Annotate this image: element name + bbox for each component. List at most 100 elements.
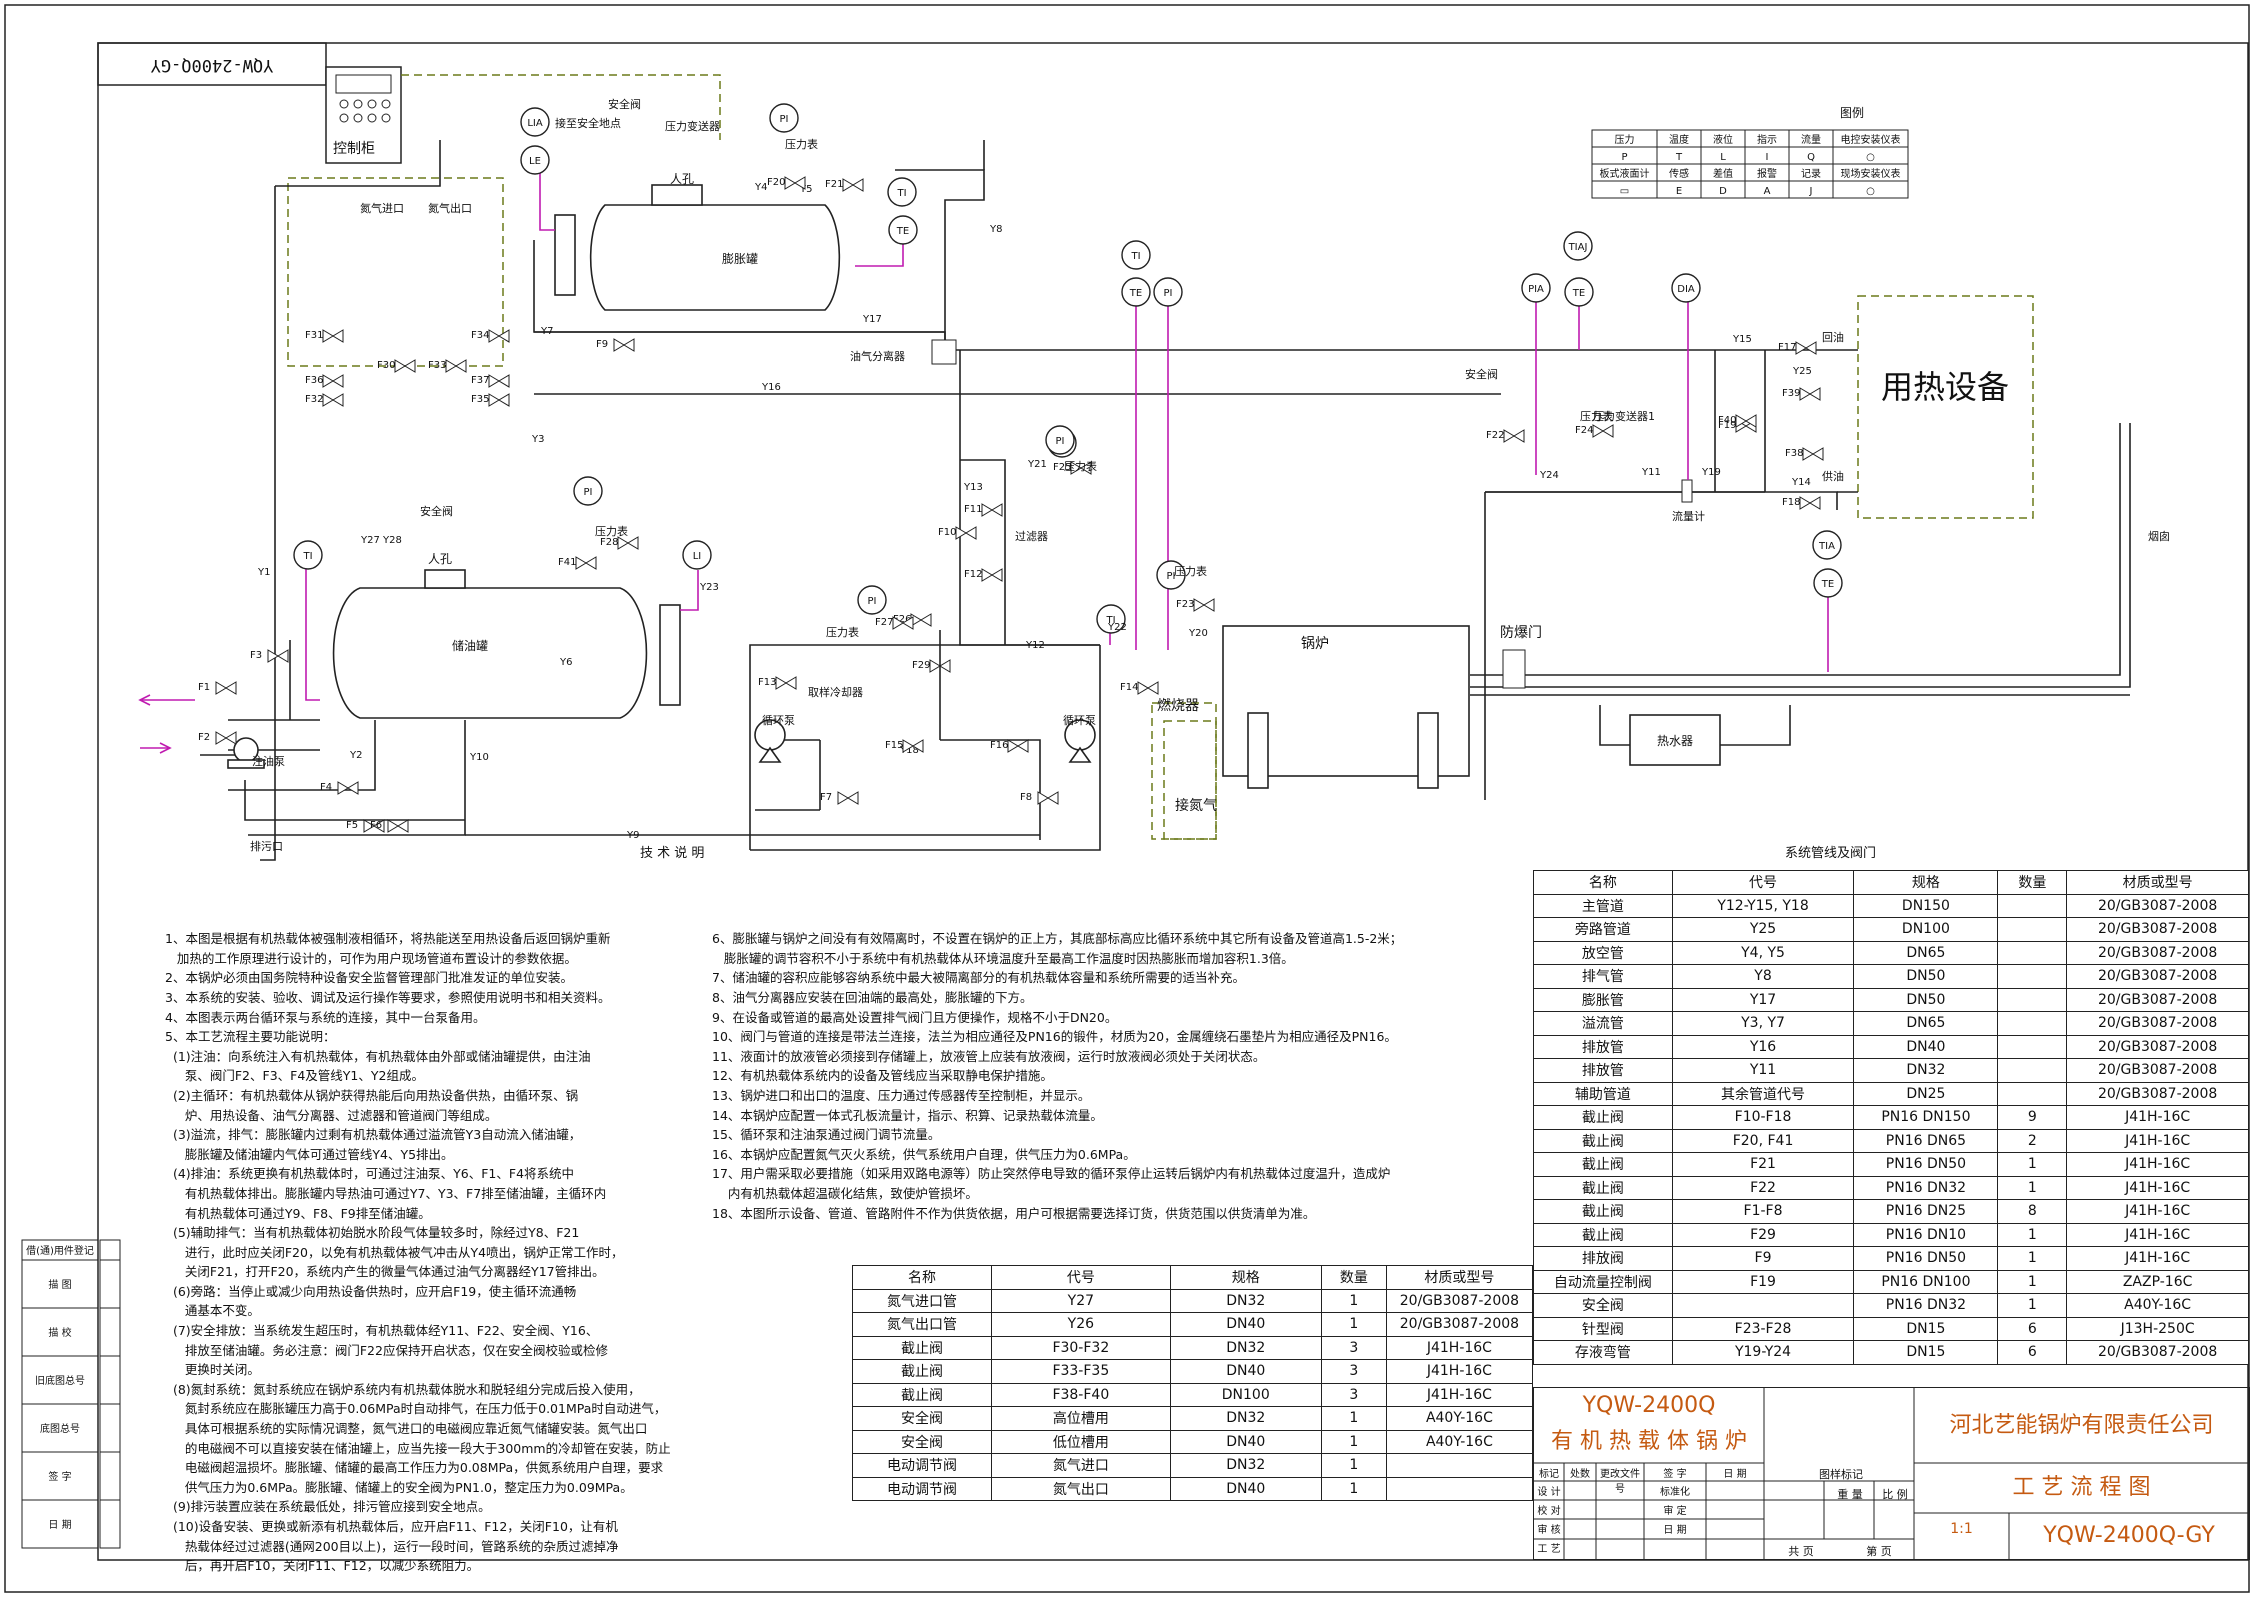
instrument-tag: PI: [780, 114, 789, 125]
valve: F20: [767, 176, 806, 190]
table-cell: 旁路管道: [1533, 917, 1673, 942]
pipe-tag: Y19: [1701, 467, 1721, 478]
table-cell: 规格: [1853, 870, 1999, 895]
drain-port-label: 排污口: [250, 839, 283, 853]
valve: F2: [198, 731, 237, 745]
note-line: 更换时关闭。: [165, 1362, 260, 1378]
table-cell: 截止阀: [1533, 1128, 1673, 1153]
n2-in-label: 氮气进口: [360, 201, 404, 215]
valve-tag: F36: [305, 375, 323, 386]
revision-header-cell: 签 字: [1663, 1469, 1687, 1480]
revision-header-cell: 处数: [1570, 1469, 1590, 1480]
valve-tag: F22: [1486, 430, 1504, 441]
table-cell: DN15: [1853, 1340, 1999, 1365]
expansion-tank: 膨胀罐 人孔: [554, 172, 841, 311]
n2-feed-arrows: [138, 694, 195, 754]
instrument-bubble: TE: [888, 215, 918, 245]
valve: F18: [1782, 496, 1821, 510]
table-cell: 20/GB3087-2008: [1385, 1312, 1534, 1337]
valve: F28: [600, 536, 639, 550]
table-cell: 溢流管: [1533, 1011, 1673, 1036]
pipe-tag: Y17: [862, 314, 882, 325]
table-cell: 截止阀: [851, 1335, 993, 1360]
table-cell: 20/GB3087-2008: [2066, 893, 2249, 918]
valve: F35: [471, 393, 510, 407]
valve-tag: F1: [198, 682, 210, 693]
valve: F4: [320, 781, 359, 795]
pressure-gauge-label-5: 压力表: [826, 625, 859, 639]
table-cell: 辅助管道: [1533, 1081, 1673, 1106]
ratio-label: 比 例: [1882, 1488, 1908, 1501]
valve-tag: F24: [1575, 425, 1593, 436]
table-cell: A40Y-16C: [1385, 1406, 1534, 1431]
supply-oil-label: 供油: [1822, 469, 1844, 483]
note-line: 12、有机热载体系统内的设备及管线应当采取静电保护措施。: [712, 1068, 1053, 1084]
table-cell: [1997, 1011, 2068, 1036]
model-number: YQW-2400Q: [1582, 1393, 1716, 1418]
explosion-door: [1502, 649, 1526, 689]
valve: F33: [428, 359, 467, 373]
table-cell: 电动调节阀: [851, 1476, 993, 1501]
pipe-tag: Y23: [699, 582, 719, 593]
valve-tag: F25: [1053, 462, 1071, 473]
note-line: (6)旁路：当停止或减少向用热设备供热时，应开启F19，使主循环流通畅: [165, 1283, 577, 1299]
legend-cell: Q: [1807, 152, 1815, 163]
note-line: 炉、用热设备、油气分离器、过滤器和管道阀门等组成。: [165, 1107, 498, 1123]
instrument-bubble: TE: [1813, 568, 1843, 598]
circ-pump-label-2: 循环泵: [1063, 714, 1096, 727]
pipe-tag: Y14: [1791, 477, 1811, 488]
note-line: (8)氮封系统：氮封系统应在锅炉系统内有机热载体脱水和脱轻组分完成后投入使用，: [165, 1381, 641, 1397]
table-cell: 氮气出口: [991, 1476, 1171, 1501]
note-line: 加热的工作原理进行设计的，可作为用户现场管道布置设计的参数依据。: [165, 950, 577, 966]
table-cell: 20/GB3087-2008: [2066, 1011, 2249, 1036]
expansion-manhole-label: 人孔: [670, 172, 694, 186]
valve-tag: F17: [1778, 342, 1796, 353]
notes-title: 技 术 说 明: [640, 846, 704, 861]
table-cell: 20/GB3087-2008: [2066, 917, 2249, 942]
instrument-tag: PI: [1167, 571, 1176, 582]
storage-tank-label: 储油罐: [452, 638, 488, 653]
table-cell: PN16 DN32: [1853, 1175, 1999, 1200]
table-cell: F23-F28: [1671, 1316, 1855, 1341]
table-cell: [1997, 964, 2068, 989]
pipe-tag: Y1: [257, 567, 270, 578]
valve-tag: F19: [1718, 420, 1736, 431]
legend-cell: 压力: [1615, 133, 1635, 146]
valve-tag: F40: [1718, 415, 1736, 426]
product-name: 有 机 热 载 体 锅 炉: [1551, 1429, 1747, 1454]
pipe-tag: Y20: [1188, 628, 1208, 639]
chimney-label: 烟囱: [2148, 529, 2170, 543]
valve: F34: [471, 329, 510, 343]
storage-tank: 人孔 储油罐: [332, 552, 681, 719]
valve: F22: [1486, 429, 1525, 443]
table-cell: DN32: [1169, 1453, 1322, 1478]
side-block-label: 旧底图总号: [35, 1374, 85, 1387]
oil-gas-separator: [931, 339, 957, 365]
legend-cell: 差值: [1713, 167, 1733, 180]
table-cell: J41H-16C: [1385, 1335, 1534, 1360]
side-block-label: 描 图: [48, 1278, 71, 1291]
flowmeter: [1681, 479, 1693, 503]
valve-tag: F33: [428, 360, 446, 371]
table-cell: DN100: [1853, 917, 1999, 942]
table-cell: 名称: [851, 1265, 993, 1290]
valve: F12: [964, 568, 1003, 582]
table-cell: 其余管道代号: [1671, 1081, 1855, 1106]
filter-label: 过滤器: [1015, 530, 1048, 543]
table-cell: PN16 DN65: [1853, 1128, 1999, 1153]
note-line: 膨胀罐及储油罐内气体可通过管线Y4、Y5排出。: [165, 1146, 454, 1162]
table-cell: Y26: [991, 1312, 1171, 1337]
valve: F40: [1718, 414, 1757, 428]
role-label: 设 计: [1537, 1487, 1561, 1498]
signal-lines: [287, 74, 2034, 840]
valve: F29: [912, 659, 951, 673]
instrument-bubble: PI: [769, 103, 799, 133]
note-line: 3、本系统的安装、验收、调试及运行操作等要求，参照使用说明书和相关资料。: [165, 989, 611, 1005]
valve: F39: [1782, 387, 1821, 401]
